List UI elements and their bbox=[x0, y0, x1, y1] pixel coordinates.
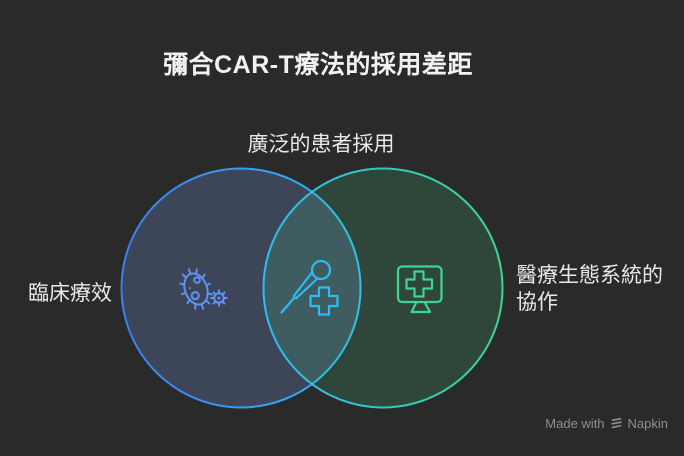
venn-top-label: 廣泛的患者採用 bbox=[247, 133, 395, 156]
watermark-prefix: Made with bbox=[545, 416, 605, 431]
napkin-logo-icon bbox=[610, 418, 622, 429]
venn-right-label: 醫療生態系統的 協作 bbox=[516, 264, 663, 314]
venn-left-circle bbox=[120, 167, 362, 409]
bacteria-icon bbox=[179, 268, 228, 310]
page-title: 彌合CAR-T療法的採用差距 bbox=[163, 51, 473, 79]
watermark: Made with Napkin bbox=[545, 416, 668, 431]
venn-left-label: 臨床療效 bbox=[28, 282, 112, 305]
germ-small-icon bbox=[210, 289, 228, 307]
venn-right-circle bbox=[262, 167, 504, 409]
monitor-medical-icon bbox=[396, 265, 443, 314]
syringe-cross-icon bbox=[280, 259, 339, 316]
watermark-brand: Napkin bbox=[627, 416, 668, 431]
